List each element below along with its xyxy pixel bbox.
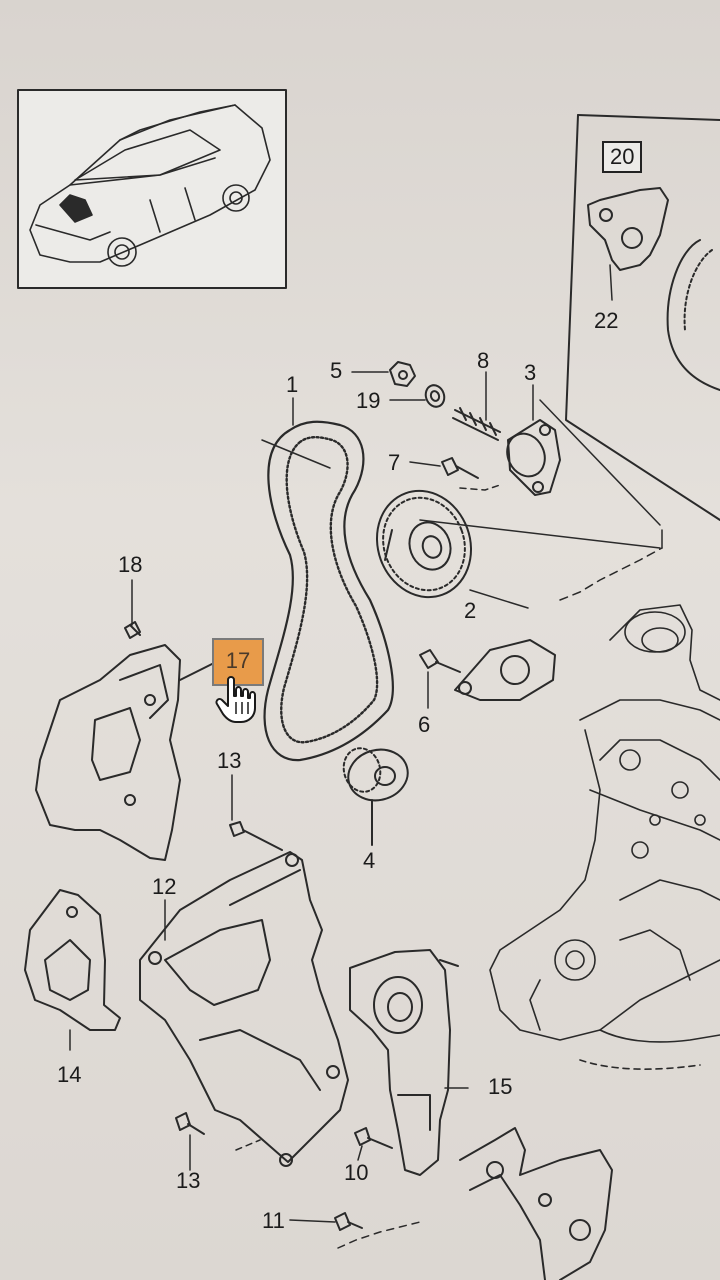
- hand-pointer-icon: [215, 676, 256, 723]
- callout-2[interactable]: 2: [464, 598, 477, 623]
- bolt-11: [334, 1212, 363, 1231]
- engine-mount-bracket: [459, 1127, 613, 1280]
- bolt-13b: [175, 1112, 205, 1135]
- washer: [424, 384, 446, 408]
- callout-22[interactable]: 22: [594, 308, 619, 333]
- nut: [389, 361, 416, 387]
- callout-13-upper[interactable]: 13: [217, 748, 242, 773]
- idler-bracket: [419, 639, 556, 701]
- callout-5[interactable]: 5: [330, 358, 343, 383]
- crankshaft-sprocket: [342, 747, 409, 846]
- callout-18[interactable]: 18: [118, 552, 143, 577]
- rear-timing-cover: [349, 949, 459, 1176]
- callout-19[interactable]: 19: [356, 388, 381, 413]
- callout-14[interactable]: 14: [57, 1062, 82, 1087]
- tensioner-inset: [565, 114, 720, 521]
- callout-13-lower[interactable]: 13: [176, 1168, 201, 1193]
- stud-bolt: [452, 407, 501, 441]
- callout-7[interactable]: 7: [388, 450, 401, 475]
- camshaft-pulley: [375, 489, 473, 599]
- engine-block: [489, 604, 720, 1070]
- callout-4[interactable]: 4: [363, 848, 376, 873]
- callout-12[interactable]: 12: [152, 874, 177, 899]
- bolt-10: [354, 1127, 393, 1149]
- callout-3[interactable]: 3: [524, 360, 537, 385]
- bolt-7: [441, 457, 479, 479]
- callout-17-highlighted[interactable]: 17: [212, 638, 264, 686]
- callout-6[interactable]: 6: [418, 712, 431, 737]
- callout-15[interactable]: 15: [488, 1074, 513, 1099]
- callout-11[interactable]: 11: [262, 1208, 285, 1233]
- car-icon: [29, 104, 271, 267]
- center-timing-cover: [139, 821, 349, 1167]
- alignment-lines: [235, 399, 663, 1249]
- upper-timing-cover: [35, 621, 221, 861]
- tensioner-pulley: [506, 419, 561, 496]
- callout-20[interactable]: 20: [602, 141, 643, 173]
- leader-lines: [69, 264, 613, 1223]
- lower-left-cover: [24, 889, 121, 1031]
- callout-10[interactable]: 10: [344, 1160, 369, 1185]
- timing-belt: [263, 420, 394, 762]
- callout-1[interactable]: 1: [286, 372, 299, 397]
- callout-8[interactable]: 8: [477, 348, 490, 373]
- vehicle-inset: [17, 89, 287, 289]
